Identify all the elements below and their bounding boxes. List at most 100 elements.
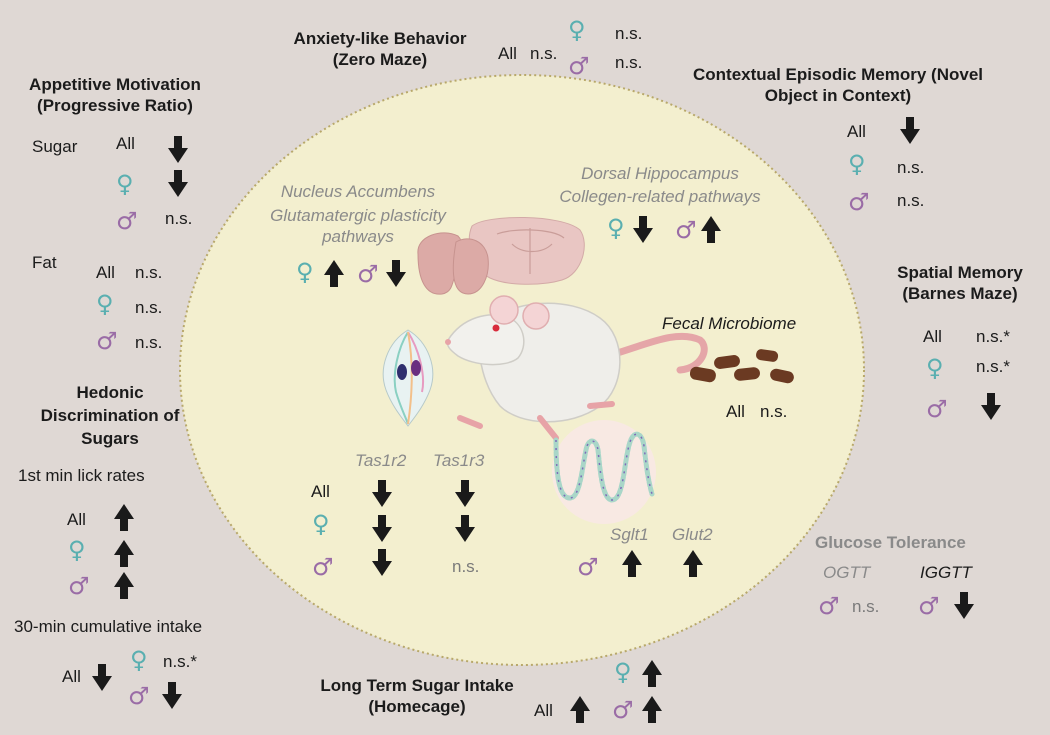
up-arrow-icon	[570, 696, 590, 723]
female-icon: ♀	[568, 16, 586, 44]
ns-label: n.s.	[897, 158, 925, 177]
down-arrow-icon	[168, 136, 188, 163]
ns-label: n.s.	[897, 191, 925, 210]
ns-label: n.s.	[530, 44, 558, 63]
male-icon: ♂	[68, 572, 90, 600]
up-arrow-icon	[114, 540, 134, 567]
contextual-title: Contextual Episodic Memory (Novel Object…	[693, 65, 983, 105]
down-arrow-icon	[372, 549, 392, 576]
up-arrow-icon	[622, 550, 642, 577]
ns-label: n.s.	[135, 333, 163, 352]
male-icon: ♂	[818, 592, 840, 620]
anxiety-all-label: All	[498, 44, 517, 63]
down-arrow-icon	[372, 480, 392, 507]
down-arrow-icon	[954, 592, 974, 619]
up-arrow-icon	[683, 550, 703, 577]
spatial-all-label: All	[923, 327, 942, 346]
female-icon: ♀	[607, 214, 625, 242]
male-icon: ♂	[357, 260, 379, 288]
female-icon: ♀	[116, 170, 134, 198]
up-arrow-icon	[701, 216, 721, 243]
intestine-villi-illustration	[552, 420, 656, 524]
appetitive-sugar-all-label: All	[116, 134, 135, 153]
down-arrow-icon	[981, 393, 1001, 420]
female-icon: ♀	[296, 258, 314, 286]
female-icon: ♀	[614, 658, 632, 686]
dorsal-subtitle: Collegen-related pathways	[559, 187, 761, 206]
longterm-title: Long Term Sugar Intake (Homecage)	[320, 676, 514, 716]
female-icon: ♀	[926, 354, 944, 382]
ns-label: n.s.	[135, 263, 163, 282]
ns-label: n.s.	[852, 597, 880, 616]
contextual-all-label: All	[847, 122, 866, 141]
down-arrow-icon	[900, 117, 920, 144]
ogtt-label: OGTT	[823, 563, 871, 582]
female-icon: ♀	[68, 536, 86, 564]
hedonic-title: Hedonic Discrimination of Sugars	[40, 383, 180, 448]
hedonic-intake-all-label: All	[62, 667, 81, 686]
male-icon: ♂	[675, 216, 697, 244]
male-icon: ♂	[116, 207, 138, 235]
male-icon: ♂	[612, 696, 634, 724]
ns-star-label: n.s.*	[163, 652, 198, 671]
male-icon: ♂	[128, 682, 150, 710]
spatial-title: Spatial Memory (Barnes Maze)	[897, 263, 1023, 303]
female-icon: ♀	[96, 290, 114, 318]
down-arrow-icon	[372, 515, 392, 542]
down-arrow-icon	[92, 664, 112, 691]
fecal-title: Fecal Microbiome	[662, 314, 797, 333]
fecal-all-label: All	[726, 402, 745, 421]
ns-label: n.s.	[615, 53, 643, 72]
ns-label: n.s.	[452, 557, 480, 576]
sglt1-label: Sglt1	[610, 525, 649, 544]
hedonic-intake-label: 30-min cumulative intake	[14, 617, 203, 636]
up-arrow-icon	[114, 572, 134, 599]
iggtt-label: IGGTT	[920, 563, 972, 582]
male-icon: ♂	[926, 395, 948, 423]
down-arrow-icon	[386, 260, 406, 287]
up-arrow-icon	[114, 504, 134, 531]
rat-illustration	[445, 295, 708, 441]
male-icon: ♂	[96, 327, 118, 355]
male-icon: ♂	[312, 553, 334, 581]
up-arrow-icon	[642, 660, 662, 687]
male-icon: ♂	[918, 592, 940, 620]
appetitive-title: Appetitive Motivation (Progressive Ratio…	[29, 75, 201, 115]
nucleus-subtitle: Glutamatergic plasticity pathways	[270, 206, 446, 246]
ns-label: n.s.	[615, 24, 643, 43]
up-arrow-icon	[642, 696, 662, 723]
taste-bud-illustration	[382, 329, 434, 427]
ns-label: n.s.	[165, 209, 193, 228]
tas1r3-label: Tas1r3	[433, 451, 485, 470]
glut2-label: Glut2	[672, 525, 713, 544]
up-arrow-icon	[324, 260, 344, 287]
brain-illustration	[417, 216, 585, 295]
male-icon: ♂	[568, 52, 590, 80]
appetitive-fat-label: Fat	[32, 253, 57, 272]
down-arrow-icon	[633, 216, 653, 243]
anxiety-title: Anxiety-like Behavior (Zero Maze)	[293, 29, 467, 69]
hedonic-lick-all-label: All	[67, 510, 86, 529]
longterm-all-label: All	[534, 701, 553, 720]
down-arrow-icon	[455, 515, 475, 542]
hedonic-lick-label: 1st min lick rates	[18, 466, 145, 485]
ns-label: n.s.	[135, 298, 163, 317]
male-icon: ♂	[577, 553, 599, 581]
appetitive-fat-all-label: All	[96, 263, 115, 282]
female-icon: ♀	[848, 150, 866, 178]
ns-star-label: n.s.*	[976, 327, 1011, 346]
appetitive-sugar-label: Sugar	[32, 137, 78, 156]
taste-all-label: All	[311, 482, 330, 501]
ns-label: n.s.	[760, 402, 788, 421]
down-arrow-icon	[168, 170, 188, 197]
glucose-title: Glucose Tolerance	[815, 533, 966, 552]
ns-star-label: n.s.*	[976, 357, 1011, 376]
female-icon: ♀	[130, 646, 148, 674]
dorsal-title: Dorsal Hippocampus	[581, 164, 739, 183]
tas1r2-label: Tas1r2	[355, 451, 407, 470]
fecal-pellets-illustration	[690, 349, 794, 384]
nucleus-title: Nucleus Accumbens	[280, 182, 436, 201]
down-arrow-icon	[162, 682, 182, 709]
female-icon: ♀	[312, 510, 330, 538]
